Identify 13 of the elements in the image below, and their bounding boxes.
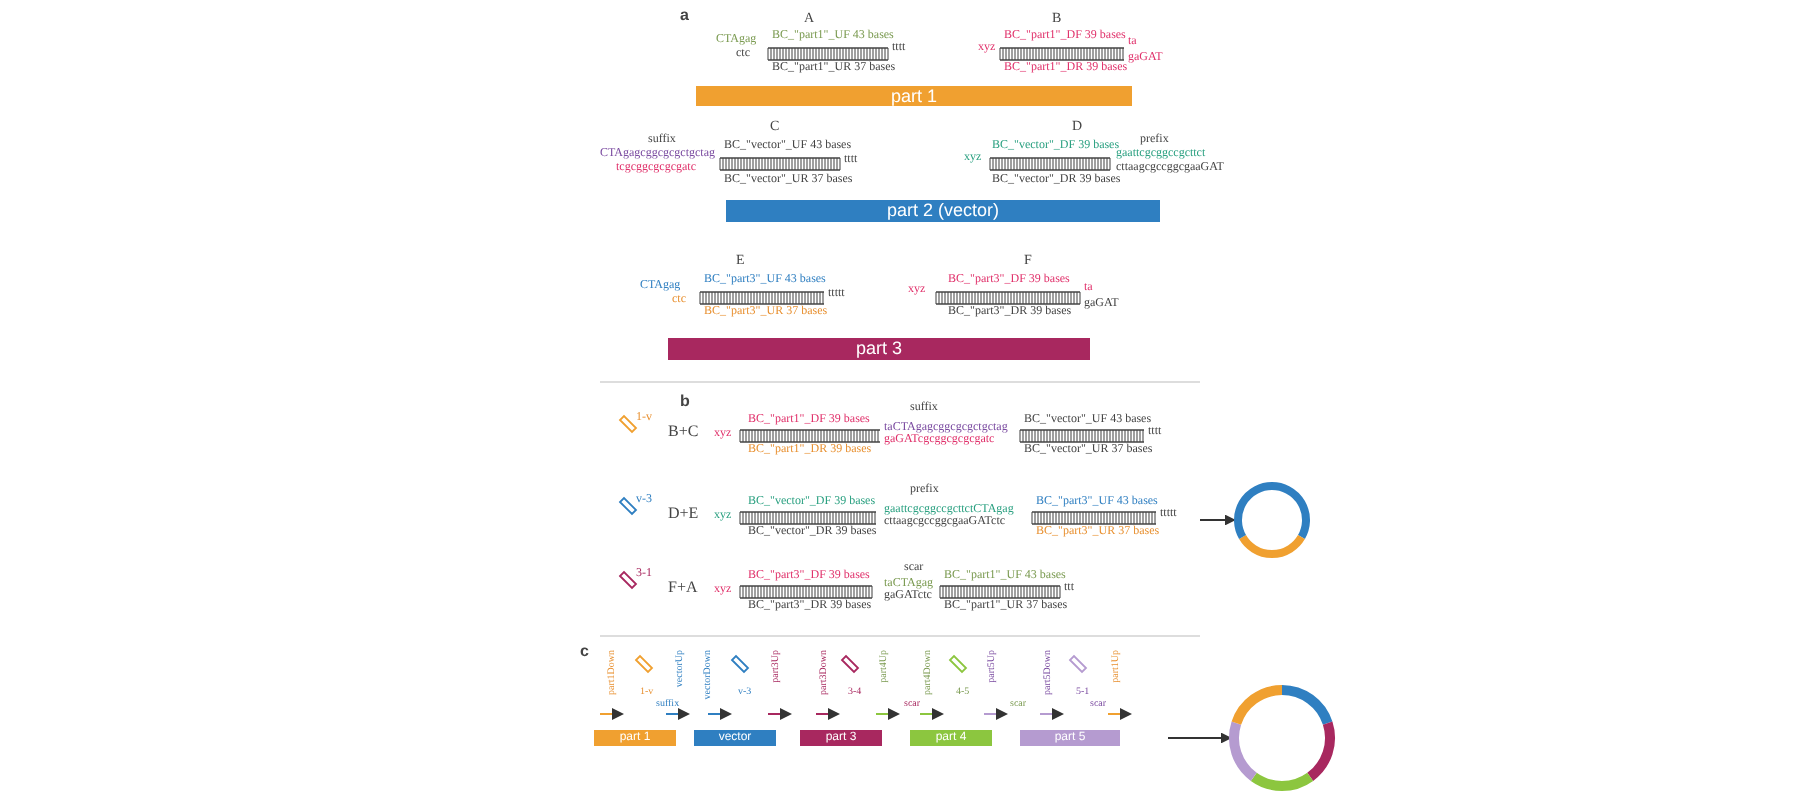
- annotation-text: F+A: [668, 580, 698, 596]
- part-bar: part 3: [668, 338, 1090, 360]
- plasmid-ring: [1228, 684, 1336, 792]
- annotation-text: B+C: [668, 424, 699, 440]
- panel-letter: a: [680, 8, 689, 24]
- part-bar: part 1: [696, 86, 1132, 106]
- annotation-text: D+E: [668, 506, 699, 522]
- arrow: [1199, 514, 1236, 526]
- panel-letter: b: [680, 394, 690, 410]
- panel-letter: c: [580, 644, 589, 660]
- part-bar: part 2 (vector): [726, 200, 1160, 222]
- plasmid-ring: [1232, 480, 1312, 560]
- arrow: [1167, 732, 1232, 744]
